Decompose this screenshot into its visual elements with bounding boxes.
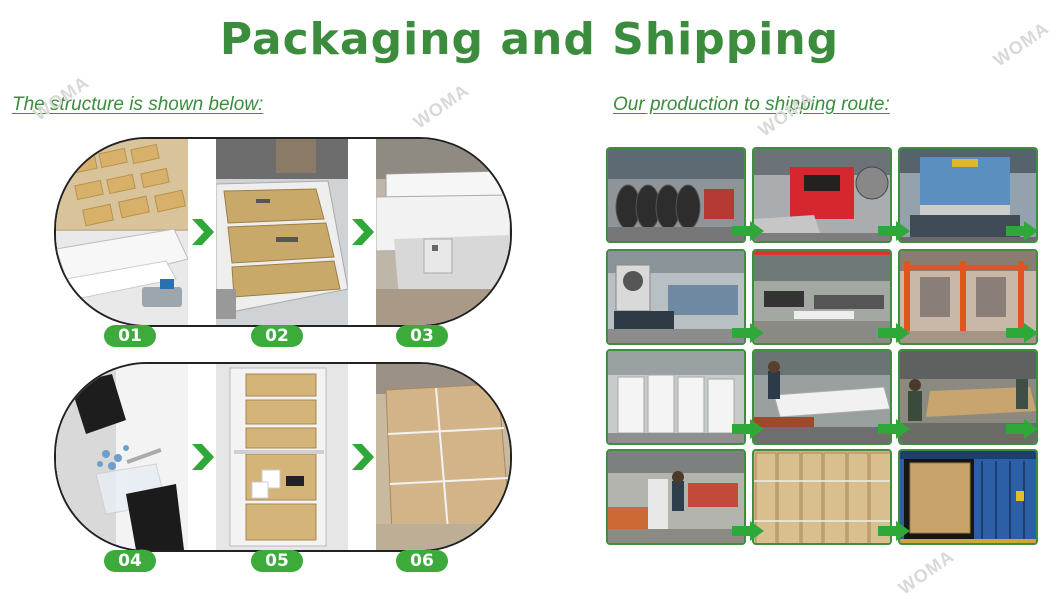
route-photo-assembly-hall	[752, 249, 892, 345]
arrow-right-icon	[352, 444, 374, 470]
route-photo-powder-coating-line	[898, 249, 1038, 345]
arrow-right-icon	[1006, 419, 1038, 439]
arrow-right-icon	[878, 521, 910, 541]
step-photo-05	[216, 364, 348, 550]
arrow-right-icon	[878, 419, 910, 439]
route-photo-stacked-cartons	[752, 449, 892, 545]
route-photo-white-cabinet-frames	[606, 349, 746, 445]
arrow-right-icon	[878, 221, 910, 241]
step-photo-03	[376, 139, 510, 325]
arrow-right-icon	[732, 521, 764, 541]
page-title: Packaging and Shipping	[219, 14, 840, 65]
arrow-right-icon	[1006, 323, 1038, 343]
arrow-right-icon	[1006, 221, 1038, 241]
route-photo-punching-machines	[606, 249, 746, 345]
arrow-right-icon	[352, 219, 374, 245]
route-photo-worker-with-parts	[898, 349, 1038, 445]
arrow-right-icon	[732, 419, 764, 439]
route-photo-red-slitting-machine	[752, 147, 892, 243]
route-photo-assembly-workbench	[752, 349, 892, 445]
structure-capsule-top	[54, 137, 512, 327]
step-badge-02: 02	[251, 325, 303, 347]
step-badge-04: 04	[104, 550, 156, 572]
route-photo-steel-coils	[606, 147, 746, 243]
production-route-grid	[606, 147, 1038, 551]
step-photo-06	[376, 364, 510, 550]
step-photo-02	[216, 139, 348, 325]
route-subtitle: Our production to shipping route:	[613, 94, 890, 115]
arrow-right-icon	[878, 323, 910, 343]
arrow-right-icon	[732, 221, 764, 241]
arrow-right-icon	[732, 323, 764, 343]
step-badge-06: 06	[396, 550, 448, 572]
arrow-right-icon	[192, 444, 214, 470]
step-badge-01: 01	[104, 325, 156, 347]
step-badge-05: 05	[251, 550, 303, 572]
step-photo-04	[56, 364, 188, 550]
step-badge-03: 03	[396, 325, 448, 347]
route-photo-press-brake	[898, 147, 1038, 243]
route-photo-packing-workstation	[606, 449, 746, 545]
route-photo-container-loading	[898, 449, 1038, 545]
arrow-right-icon	[192, 219, 214, 245]
step-photo-01	[56, 139, 188, 325]
watermark-logo: WOMA	[409, 79, 473, 133]
structure-capsule-bottom	[54, 362, 512, 552]
watermark-logo: WOMA	[894, 545, 958, 599]
structure-subtitle: The structure is shown below:	[12, 94, 264, 115]
